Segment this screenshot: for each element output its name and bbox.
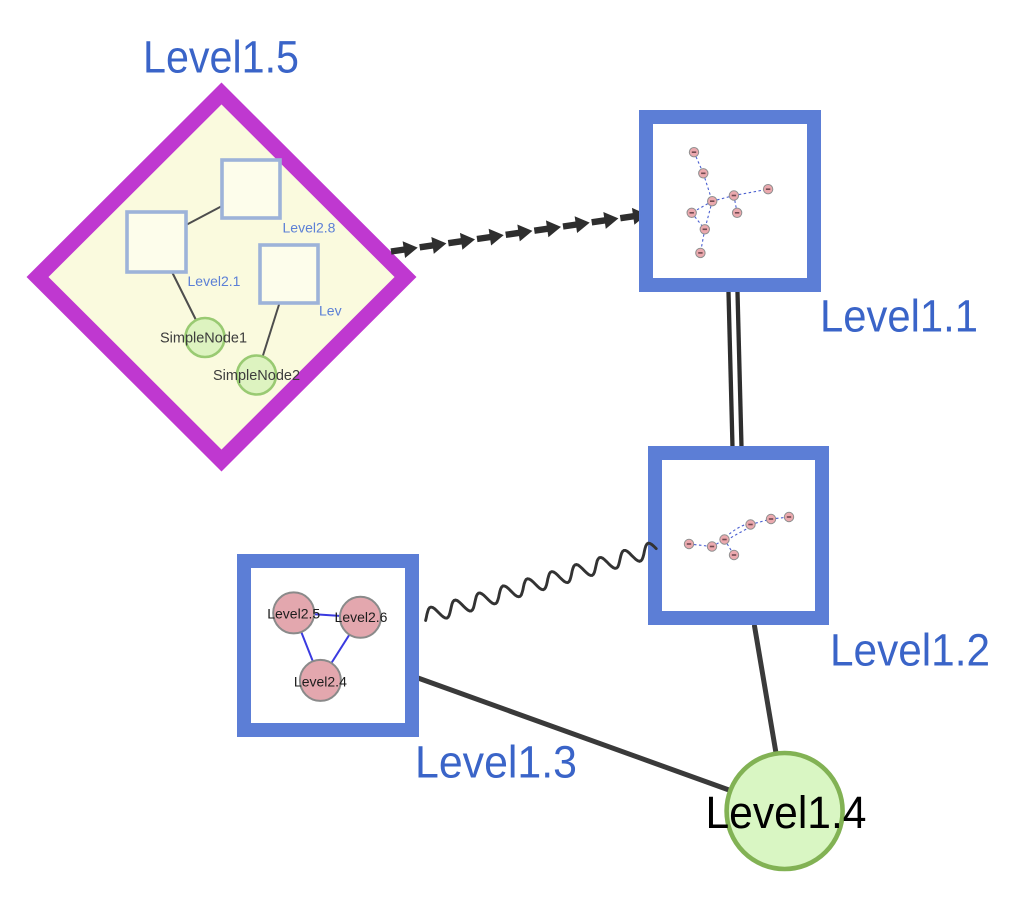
svg-text:Lev: Lev [319,303,342,319]
svg-text:SimpleNode1: SimpleNode1 [160,330,247,346]
svg-text:Level1.3: Level1.3 [415,737,577,788]
svg-text:Level2.1: Level2.1 [188,273,241,289]
svg-text:Level1.5: Level1.5 [143,32,299,83]
svg-text:Level2.8: Level2.8 [283,219,336,235]
svg-text:Level2.5: Level2.5 [267,605,320,621]
svg-text:Level2.4: Level2.4 [294,674,347,690]
svg-text:Level1.4: Level1.4 [706,787,867,838]
svg-text:Level1.1: Level1.1 [820,291,978,342]
svg-text:Level1.2: Level1.2 [830,624,990,675]
svg-text:Level2.6: Level2.6 [335,609,388,625]
svg-text:SimpleNode2: SimpleNode2 [213,368,300,384]
